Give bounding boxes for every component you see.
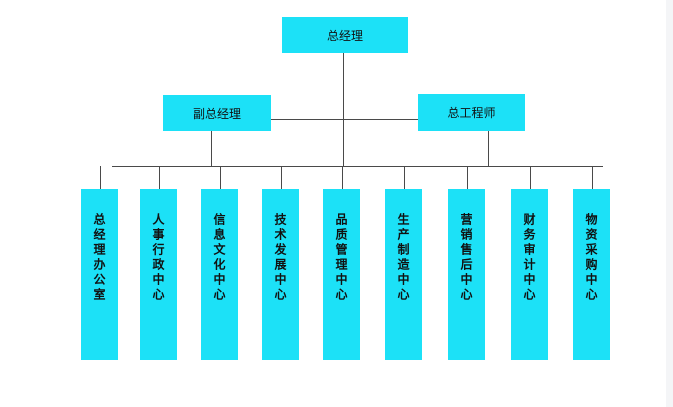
node-department: 总经理办公室	[81, 189, 118, 360]
node-department: 营销售后中心	[448, 189, 485, 360]
node-label: 信息文化中心	[212, 213, 226, 303]
node-label: 品质管理中心	[334, 213, 348, 303]
page-edge-strip	[666, 0, 673, 407]
department-stem-line	[592, 166, 593, 189]
node-department: 技术发展中心	[262, 189, 299, 360]
node-department: 生产制造中心	[385, 189, 422, 360]
node-general-manager: 总经理	[282, 17, 408, 53]
department-stem-line	[100, 166, 101, 189]
node-label: 总经理	[326, 28, 363, 43]
node-label: 财务审计中心	[522, 213, 536, 303]
deputy-right-stem-line	[488, 131, 489, 166]
node-label: 物资采购中心	[584, 213, 598, 303]
node-department: 财务审计中心	[511, 189, 548, 360]
department-stem-line	[467, 166, 468, 189]
node-department: 物资采购中心	[573, 189, 610, 360]
node-department: 人事行政中心	[140, 189, 177, 360]
node-deputy-general-manager: 副总经理	[163, 95, 271, 131]
node-label: 生产制造中心	[396, 213, 410, 303]
department-stem-line	[342, 166, 343, 189]
node-chief-engineer: 总工程师	[418, 94, 525, 131]
root-stem-line	[343, 53, 344, 166]
node-department: 品质管理中心	[323, 189, 360, 360]
node-label: 总经理办公室	[92, 213, 106, 303]
node-label: 营销售后中心	[459, 213, 473, 303]
department-stem-line	[404, 166, 405, 189]
department-stem-line	[530, 166, 531, 189]
deputies-connector-line	[271, 119, 418, 120]
department-stem-line	[220, 166, 221, 189]
node-label: 技术发展中心	[273, 213, 287, 303]
departments-bus-line	[112, 166, 603, 167]
node-label: 总工程师	[447, 106, 496, 120]
node-label: 副总经理	[192, 106, 241, 121]
node-label: 人事行政中心	[151, 213, 165, 303]
department-stem-line	[281, 166, 282, 189]
department-stem-line	[159, 166, 160, 189]
deputy-left-stem-line	[211, 131, 212, 166]
node-department: 信息文化中心	[201, 189, 238, 360]
